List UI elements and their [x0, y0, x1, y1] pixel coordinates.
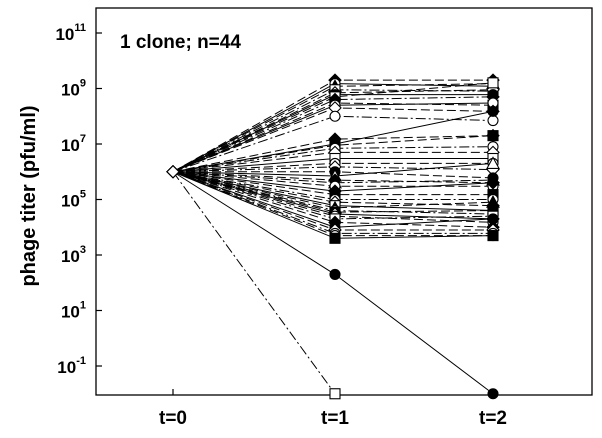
x-tick-label: t=1 [321, 408, 349, 429]
series-line [172, 171, 493, 234]
series-line [172, 82, 494, 173]
series-line [172, 135, 494, 173]
series-line [172, 171, 494, 223]
plot-frame [95, 7, 593, 396]
data-point [487, 130, 499, 142]
data-point [487, 105, 499, 117]
series-line [172, 171, 494, 209]
data-point [329, 232, 341, 244]
series-line [172, 171, 336, 395]
y-tick-label: 105 [61, 189, 86, 211]
data-point [166, 164, 180, 179]
y-tick-label: 1011 [55, 22, 86, 44]
series-line [172, 96, 494, 173]
data-point [487, 114, 499, 127]
data-point [486, 176, 500, 190]
chart-title: 1 clone; n=44 [120, 32, 241, 53]
data-point [329, 268, 341, 280]
series-markers [166, 73, 500, 400]
data-point [487, 388, 499, 400]
y-axis-label: phage titer (pfu/ml) [18, 105, 40, 286]
data-point [487, 77, 499, 89]
data-point [487, 213, 499, 225]
y-tick-label: 103 [61, 244, 86, 266]
data-point [329, 110, 341, 122]
y-tick-label: 107 [61, 133, 86, 155]
y-axis: 10-1 101 103 105 107 109 1011 [55, 22, 102, 377]
y-tick-label: 109 [61, 78, 86, 100]
series-line [172, 171, 494, 213]
x-tick-label: t=0 [159, 408, 187, 429]
x-tick-label: t=2 [479, 408, 507, 429]
data-point [329, 388, 341, 400]
series-line [172, 89, 494, 173]
y-tick-label: 10-1 [57, 355, 86, 377]
data-point [486, 156, 500, 169]
y-tick-label: 101 [61, 300, 86, 322]
data-point [487, 230, 499, 242]
